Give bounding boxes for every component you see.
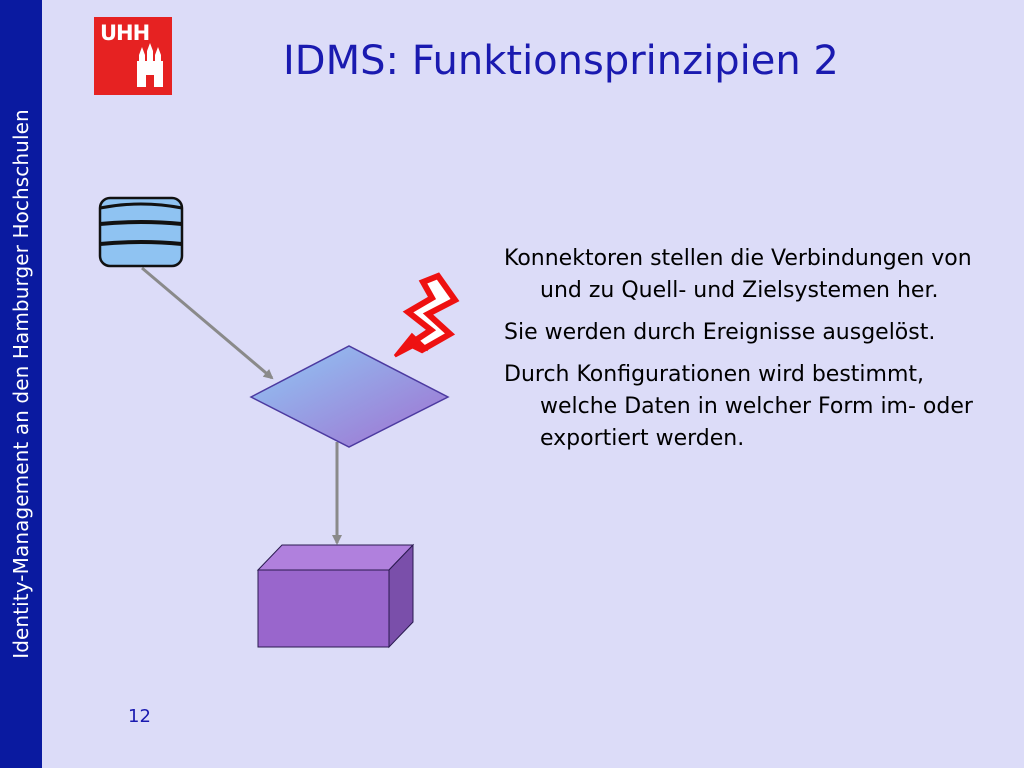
connector-diamond-icon xyxy=(249,345,450,448)
bullet-item: Durch Konfigurationen wird bestimmt, wel… xyxy=(504,362,973,451)
sidebar: Identity-Management an den Hamburger Hoc… xyxy=(0,0,42,768)
hamburg-castle-icon xyxy=(94,17,172,95)
bullet-item: Sie werden durch Ereignisse ausgelöst. xyxy=(504,320,936,345)
bullet-list: Konnektoren stellen die Verbindungen von… xyxy=(504,243,1004,465)
page-number: 12 xyxy=(128,706,151,727)
database-icon xyxy=(98,196,184,268)
slide-title: IDMS: Funktionsprinzipien 2 xyxy=(283,38,839,84)
logo-text: UHH xyxy=(100,21,150,45)
uhh-logo: UHH xyxy=(94,17,172,95)
bullet-item: Konnektoren stellen die Verbindungen von… xyxy=(504,246,972,303)
target-box-icon xyxy=(256,543,415,649)
arrow-database-to-connector xyxy=(141,266,274,380)
lightning-icon xyxy=(393,272,460,358)
